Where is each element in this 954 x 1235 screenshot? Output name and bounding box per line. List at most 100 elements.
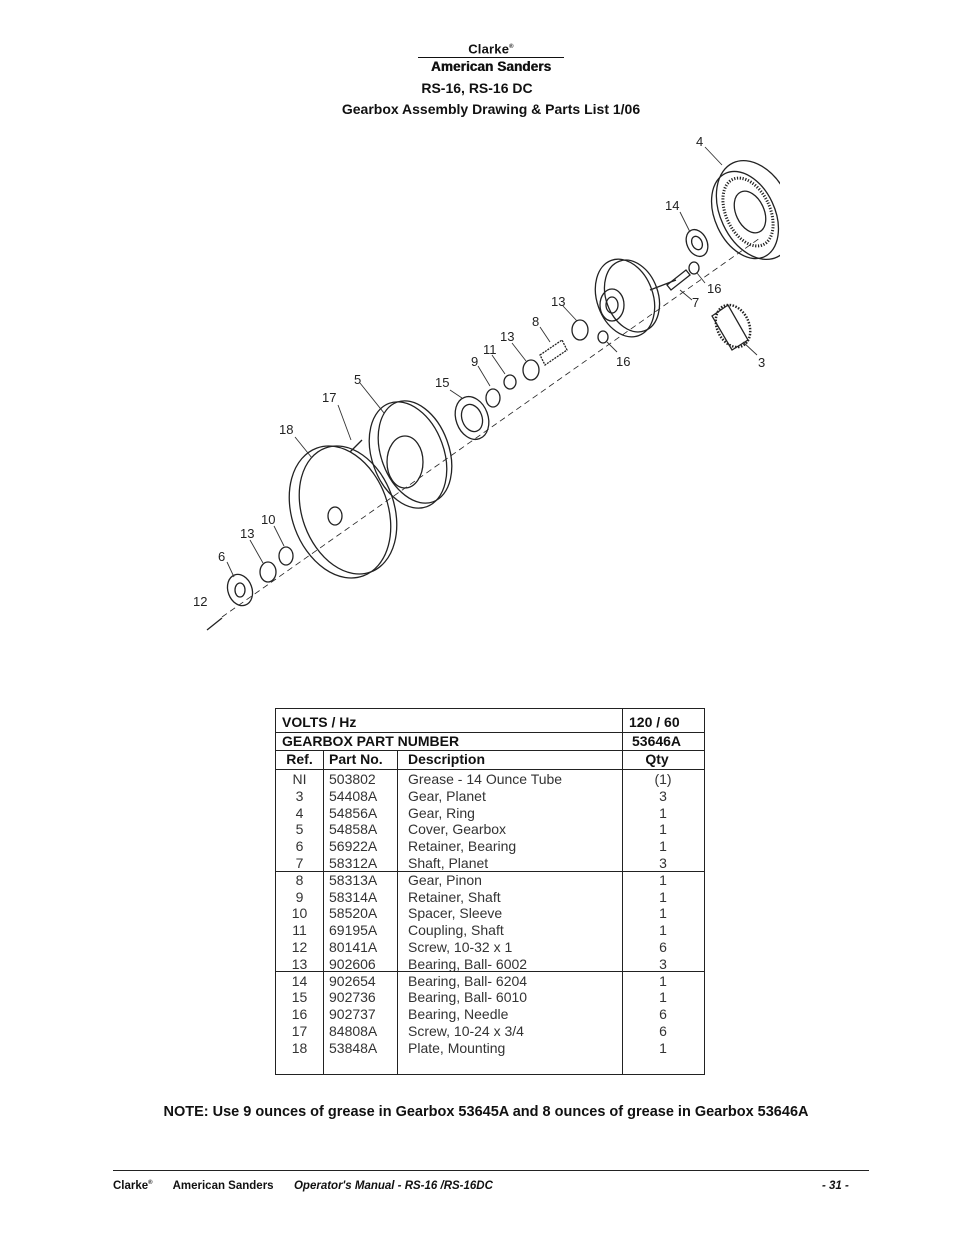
part-description: Bearing, Ball- 6002: [408, 955, 528, 972]
part-ref: 9: [295, 888, 304, 905]
shaft-coupling-part: [503, 374, 517, 390]
part-number: 80141A: [329, 939, 378, 955]
part-qty: 6: [659, 1023, 667, 1039]
part-qty: 1: [659, 821, 667, 838]
brand-main: American Sanders: [430, 59, 552, 75]
part-ref: 18: [291, 1039, 308, 1056]
part-ref: 12: [291, 939, 308, 955]
gearbox-label: GEARBOX PART NUMBER: [282, 733, 460, 749]
callout-label: 13: [551, 294, 565, 309]
part-qty: 1: [659, 1039, 667, 1056]
callout-label: 6: [218, 549, 225, 564]
part-qty: 1: [659, 972, 667, 989]
part-number: 58313A: [329, 871, 378, 888]
part-qty: 1: [659, 838, 667, 855]
part-qty: 1: [659, 989, 667, 1006]
part-qty: 1: [659, 888, 667, 905]
callout-label: 3: [758, 355, 765, 370]
part-ref: 3: [295, 787, 304, 804]
part-description: Grease - 14 Ounce Tube: [408, 771, 563, 787]
planet-shaft-part: [666, 269, 691, 291]
gearbox-exploded-drawing: [206, 146, 780, 631]
part-number: 54408A: [329, 787, 378, 804]
model-title: RS-16, RS-16 DC: [421, 80, 533, 96]
footer-brand-mark: ®: [148, 1180, 153, 1187]
part-number: 58520A: [329, 905, 378, 922]
part-qty: 1: [659, 922, 667, 939]
callout-layer: 4 14 16 7 3 16 13 8 13 11 9 15 5 17 18 1…: [193, 134, 765, 609]
callout-label: 16: [616, 354, 630, 369]
part-qty: 1: [659, 804, 667, 821]
shaft-retainer-part: [485, 388, 501, 408]
leader-lines: [226, 146, 758, 578]
part-description: Screw, 10-24 x 3/4: [408, 1023, 524, 1039]
volts-value: 120 / 60: [629, 714, 680, 730]
part-ref: 16: [291, 1006, 308, 1023]
part-number: 902606: [329, 955, 376, 972]
part-number: 84808A: [329, 1023, 378, 1039]
brand-logo: Clarke® American Sanders: [418, 40, 564, 74]
part-description: Spacer, Sleeve: [408, 905, 503, 922]
part-description: Gear, Planet: [408, 787, 486, 804]
part-number: 58314A: [329, 888, 378, 905]
part-qty: 3: [659, 855, 667, 871]
footer-left: Clarke® American Sanders Operator's Manu…: [113, 1180, 493, 1192]
bearing-6002-part-2: [522, 359, 540, 381]
part-description: Bearing, Needle: [408, 1006, 509, 1023]
bearing-6002-part: [571, 319, 589, 341]
page-subtitle: Gearbox Assembly Drawing & Parts List 1/…: [341, 101, 641, 117]
part-number: 54858A: [329, 821, 378, 838]
spacer-sleeve-part: [278, 546, 294, 566]
pinion-gear-part: [539, 339, 568, 366]
col-part-header: Part No.: [329, 751, 383, 767]
part-ref: 10: [291, 905, 308, 922]
part-number: 503802: [329, 771, 376, 787]
footer-brand-rest: American Sanders: [172, 1180, 274, 1192]
planet-carrier-part: [594, 258, 677, 338]
part-ref: 11: [292, 922, 307, 939]
part-ref: 13: [291, 955, 308, 972]
callout-label: 13: [500, 329, 514, 344]
col-qty-header: Qty: [645, 751, 669, 767]
column-header-row: Ref. Part No. Description Qty: [276, 751, 704, 769]
callout-label: 18: [279, 422, 293, 437]
part-qty: 1: [659, 905, 667, 922]
bearing-6010-part: [454, 395, 490, 441]
part-ref: 14: [291, 972, 308, 989]
bearing-6002-part-3: [259, 561, 277, 583]
column-rule: [397, 751, 398, 1074]
table-row: 10 58520A Spacer, Sleeve 1: [276, 905, 704, 922]
gearbox-value: 53646A: [632, 733, 682, 749]
bearing-retainer-part: [226, 573, 254, 607]
part-number: 54856A: [329, 804, 378, 821]
volts-row: VOLTS / Hz 120 / 60: [276, 713, 704, 731]
footer-manual-title: Operator's Manual - RS-16 /RS-16DC: [293, 1180, 493, 1192]
callout-label: 12: [193, 594, 207, 609]
part-number: 56922A: [329, 838, 378, 855]
needle-bearing-part: [688, 261, 700, 275]
needle-bearing-part-2: [597, 330, 609, 344]
callout-label: 5: [354, 372, 361, 387]
part-number: 58312A: [329, 855, 378, 871]
table-divider: [276, 750, 704, 751]
part-ref: 6: [295, 838, 304, 855]
retainer-screw-part: [206, 617, 223, 631]
callout-label: 9: [471, 354, 478, 369]
col-desc-header: Description: [408, 751, 486, 767]
footer-rule: [113, 1170, 869, 1171]
callout-label: 13: [240, 526, 254, 541]
part-qty: 6: [659, 939, 667, 955]
callout-label: 10: [261, 512, 275, 527]
parts-table: VOLTS / Hz 120 / 60 GEARBOX PART NUMBER …: [275, 708, 705, 1075]
footer-brand: Clarke: [113, 1180, 149, 1192]
